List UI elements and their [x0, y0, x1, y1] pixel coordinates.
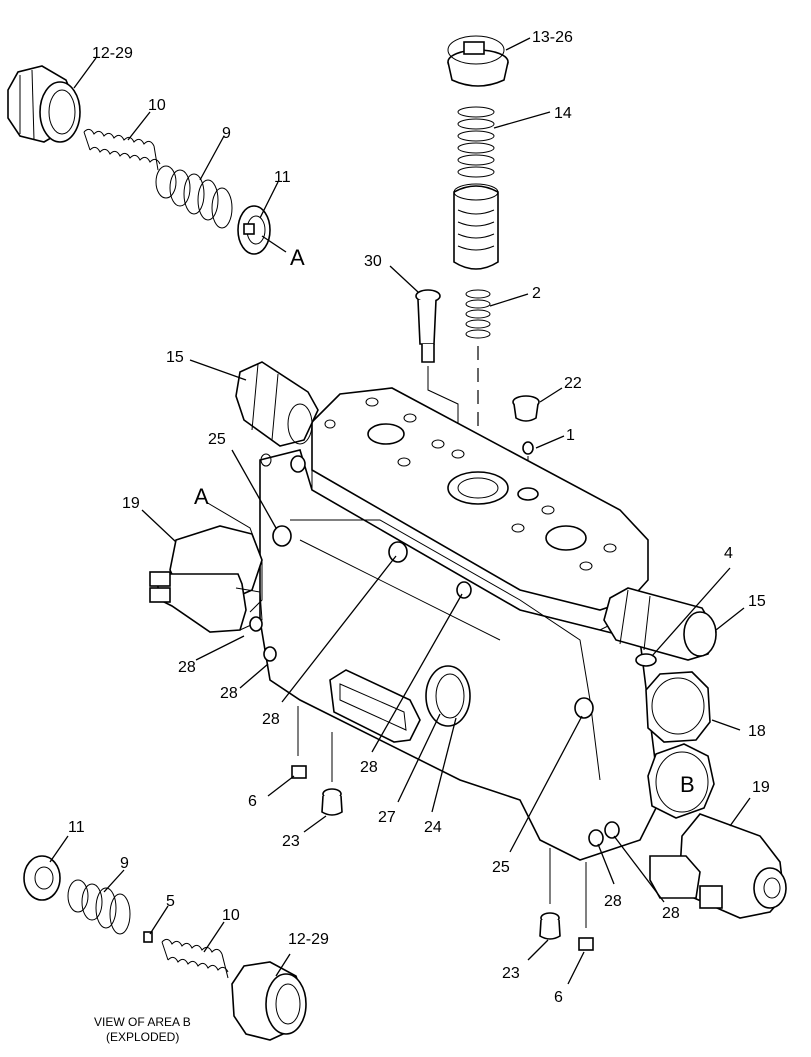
plug-22: [512, 395, 540, 422]
label-6-right: 6: [554, 989, 563, 1006]
spring-14: [457, 106, 495, 178]
ball-1: [522, 441, 534, 455]
label-23-right: 23: [502, 965, 520, 982]
plug-13-26: [447, 35, 509, 87]
label-9-top: 9: [222, 125, 231, 142]
valve-spool: [453, 183, 499, 270]
label-14: 14: [554, 105, 572, 122]
label-A-top: A: [290, 245, 305, 270]
label-12-29-top: 12-29: [92, 45, 133, 62]
label-5: 5: [166, 893, 175, 910]
label-27: 27: [378, 809, 396, 826]
plug-6-left: [291, 765, 307, 779]
plug-23-right: [539, 912, 561, 940]
label-B: B: [680, 772, 695, 797]
label-10-top: 10: [148, 97, 166, 114]
label-24: 24: [424, 819, 442, 836]
label-28-c: 28: [262, 711, 280, 728]
label-30: 30: [364, 253, 382, 270]
label-18: 18: [748, 723, 766, 740]
label-19-right: 19: [752, 779, 770, 796]
pin-30: [415, 289, 441, 363]
plug-12-29-bottom: [231, 961, 307, 1041]
label-28-e: 28: [604, 893, 622, 910]
label-2: 2: [532, 285, 541, 302]
plug-18: [645, 671, 711, 743]
solenoid-19-left: [149, 525, 263, 633]
label-13-26: 13-26: [532, 29, 573, 46]
label-28-a: 28: [178, 659, 196, 676]
label-19-left: 19: [122, 495, 140, 512]
solenoid-19-right: [649, 813, 787, 919]
spring-2: [465, 289, 491, 339]
plug-23-left: [321, 788, 343, 816]
pin-5: [143, 931, 153, 943]
fitting-15-left: [235, 361, 319, 447]
label-4: 4: [724, 545, 733, 562]
label-12-29-bottom: 12-29: [288, 931, 329, 948]
label-15-left: 15: [166, 349, 184, 366]
spring-9-top: [155, 165, 233, 229]
retainer-11-bottom: [23, 855, 61, 901]
label-25-left: 25: [208, 431, 226, 448]
label-1: 1: [566, 427, 575, 444]
callout-labels: 12-29 10 9 11 A 13-26 14 30 2 22 1 15 25…: [68, 29, 770, 1006]
label-11-top: 11: [274, 169, 291, 186]
retainer-11-top: [237, 205, 271, 255]
caption-line-2: (EXPLODED): [106, 1030, 179, 1044]
spring-10-top: [83, 128, 161, 171]
plug-12-29-top: [7, 65, 81, 143]
plug-6-right: [578, 937, 594, 951]
label-10-bottom: 10: [222, 907, 240, 924]
caption-line-1: VIEW OF AREA B: [94, 1015, 191, 1029]
plug-b: [647, 743, 715, 819]
label-9-bottom: 9: [120, 855, 129, 872]
spring-9-bottom: [67, 879, 131, 935]
label-28-d: 28: [360, 759, 378, 776]
label-28-b: 28: [220, 685, 238, 702]
label-A-left: A: [194, 484, 209, 509]
label-6-left: 6: [248, 793, 257, 810]
view-caption: VIEW OF AREA B (EXPLODED): [94, 1015, 191, 1044]
label-22: 22: [564, 375, 582, 392]
fitting-15-right: [603, 587, 717, 661]
label-25-right: 25: [492, 859, 510, 876]
label-23-left: 23: [282, 833, 300, 850]
label-11-bottom: 11: [68, 819, 85, 836]
label-15-right: 15: [748, 593, 766, 610]
spring-10-bottom: [161, 938, 229, 979]
label-28-f: 28: [662, 905, 680, 922]
valve-body: [259, 387, 661, 861]
